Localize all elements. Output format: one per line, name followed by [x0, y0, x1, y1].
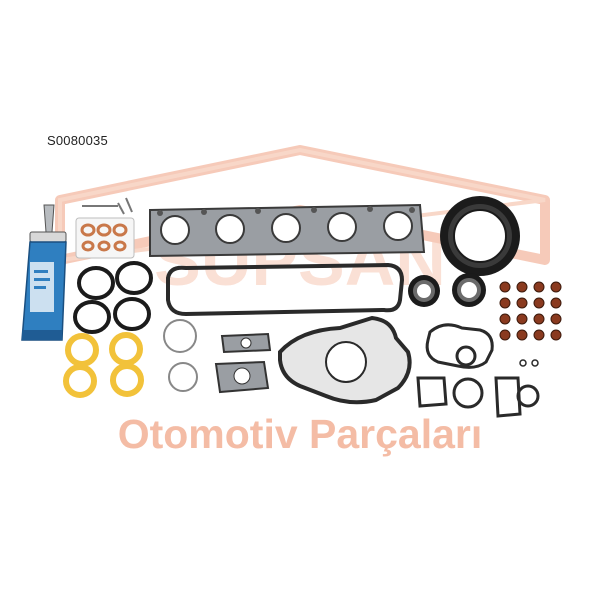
rocker-cover-gasket: [166, 262, 405, 317]
black-o-rings: [73, 261, 153, 334]
tiny-o-rings: [519, 359, 539, 367]
flange-gaskets: [214, 332, 272, 394]
exhaust-manifold-gasket: [149, 203, 426, 258]
washer-card: [75, 197, 135, 259]
product-code: S0080035: [47, 133, 108, 148]
watermark-tagline: Otomotiv Parçaları: [118, 411, 483, 457]
thin-rings: [163, 319, 198, 392]
oil-seals: [408, 273, 486, 307]
valve-stem-seals: [499, 281, 562, 341]
sealant-tube: [21, 204, 67, 341]
oil-pump-gaskets: [416, 323, 540, 418]
yellow-washers: [63, 332, 144, 398]
water-pump-gasket: [278, 315, 412, 405]
rear-crankshaft-seal: [440, 196, 520, 276]
